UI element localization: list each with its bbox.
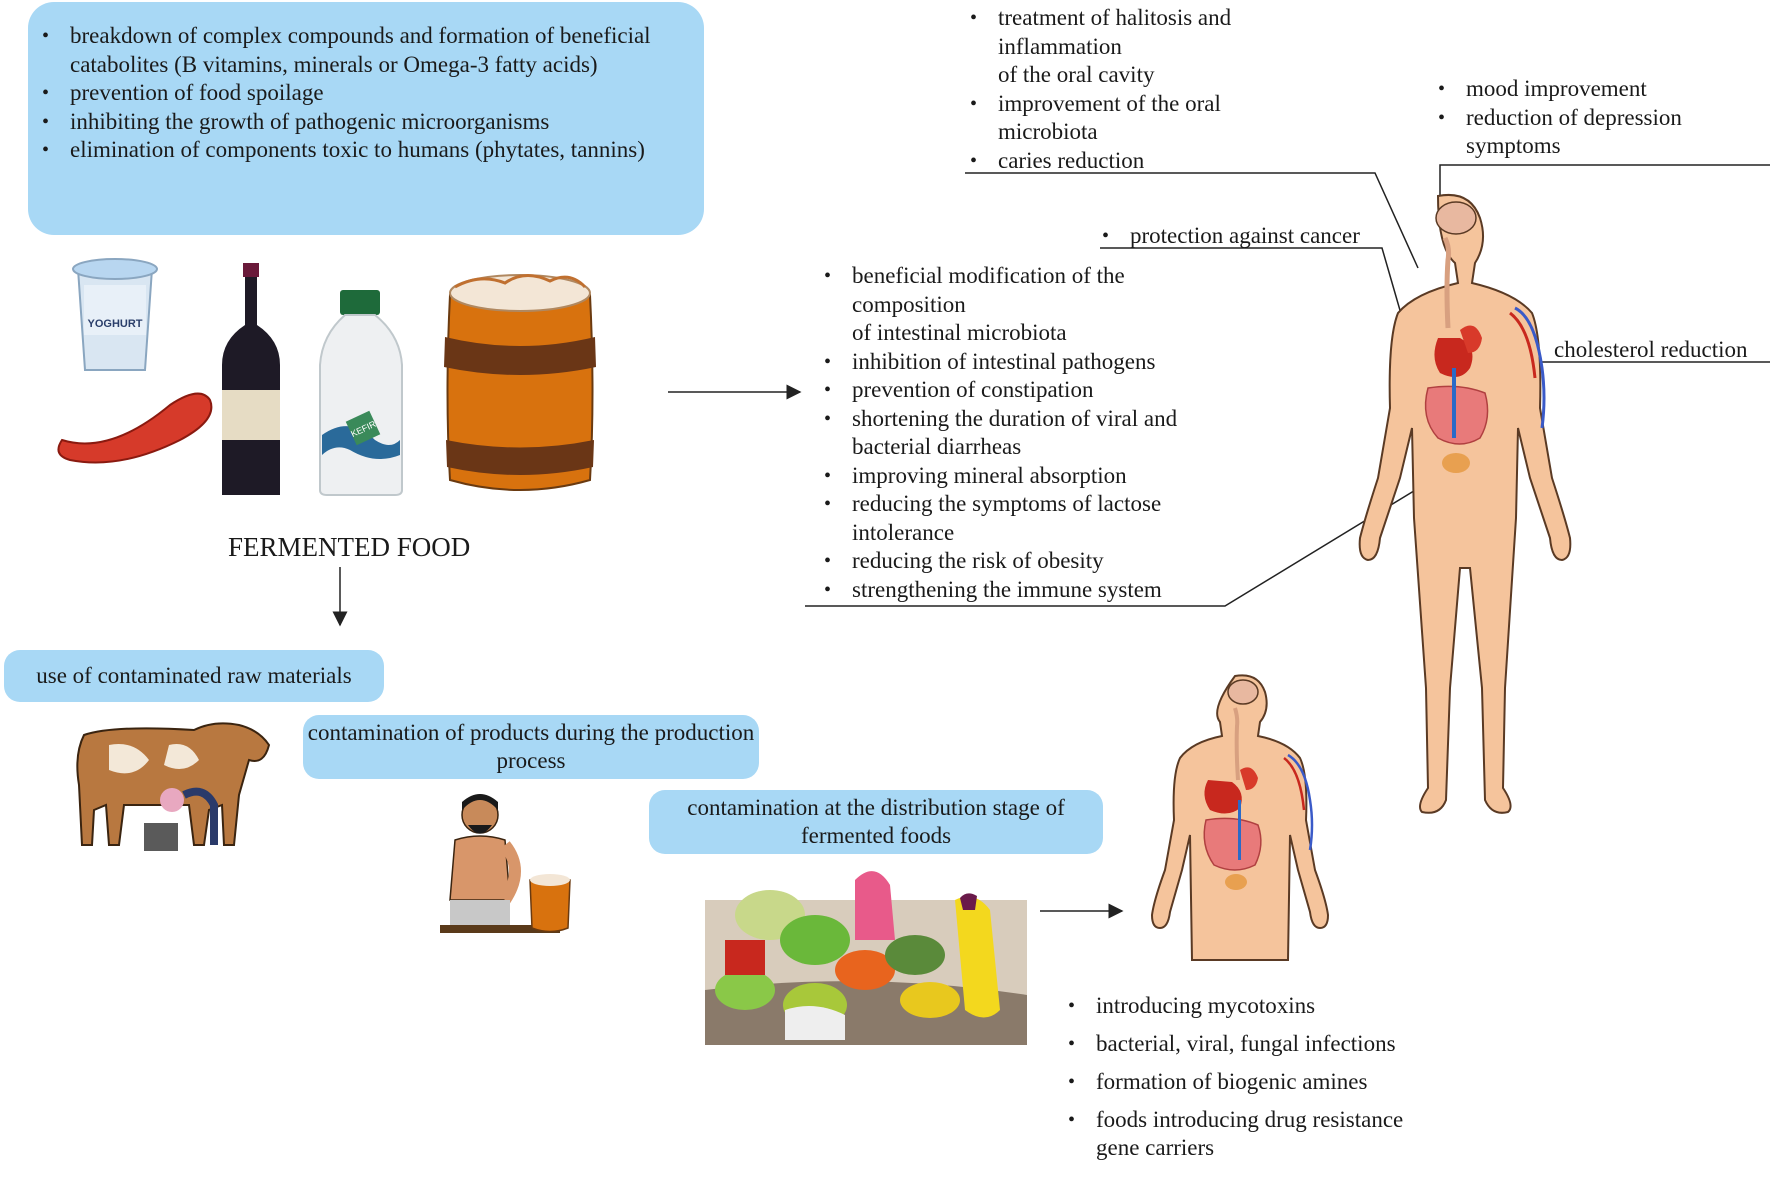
- raw-materials-box: use of contaminated raw materials: [4, 650, 384, 702]
- wine-bottle-icon: [222, 263, 280, 495]
- cancer-benefit-item: protection against cancer: [1098, 222, 1398, 251]
- kefir-bottle-icon: KEFIR: [319, 290, 403, 496]
- human-body-small-illustration: [1150, 674, 1330, 961]
- production-text: contamination of products during the pro…: [307, 720, 755, 773]
- oral-benefit-item: treatment of halitosis and inflammation …: [966, 4, 1296, 90]
- gut-benefit-item: reducing the risk of obesity: [820, 547, 1220, 576]
- intestine-icon: [1424, 385, 1489, 445]
- cancer-benefit: protection against cancer: [1098, 222, 1398, 251]
- benefits-list: breakdown of complex compounds and forma…: [38, 22, 698, 165]
- gut-benefit-item: prevention of constipation: [820, 376, 1220, 405]
- brain-icon: [1435, 201, 1477, 235]
- market-distribution-illustration: [705, 871, 1027, 1045]
- cow-milking-illustration: [76, 722, 271, 851]
- liver-icon: [1434, 338, 1473, 377]
- benefit-item: elimination of components toxic to human…: [38, 136, 698, 165]
- raw-materials-text: use of contaminated raw materials: [36, 663, 352, 688]
- risk-item: bacterial, viral, fungal infections: [1064, 1030, 1404, 1058]
- gut-benefit-item: strengthening the immune system: [820, 576, 1220, 605]
- fermented-foods-illustration: YOGHURT KEFIR: [57, 258, 596, 496]
- intestine-icon: [1203, 817, 1262, 871]
- risk-item: foods introducing drug resistance gene c…: [1064, 1106, 1404, 1162]
- risk-item: formation of biogenic amines: [1064, 1068, 1404, 1096]
- brain-benefits-list: mood improvement reduction of depression…: [1434, 75, 1724, 161]
- gut-benefits-list: beneficial modification of the compositi…: [820, 262, 1220, 604]
- liver-icon: [1204, 780, 1242, 814]
- benefit-item: breakdown of complex compounds and forma…: [38, 22, 698, 79]
- oral-benefit-item: improvement of the oral microbiota: [966, 90, 1296, 147]
- human-body-large-illustration: [1358, 194, 1572, 814]
- oral-benefits-list: treatment of halitosis and inflammation …: [966, 4, 1296, 175]
- gut-benefit-item: improving mineral absorption: [820, 462, 1220, 491]
- fermented-food-label: FERMENTED FOOD: [228, 532, 471, 562]
- gut-benefit-item: shortening the duration of viral and bac…: [820, 405, 1220, 462]
- gut-benefit-item: reducing the symptoms of lactose intoler…: [820, 490, 1220, 547]
- distribution-box: contamination at the distribution stage …: [649, 790, 1103, 854]
- gut-benefit-item: inhibition of intestinal pathogens: [820, 348, 1220, 377]
- gut-benefit-item: beneficial modification of the compositi…: [820, 262, 1220, 348]
- yoghurt-label: YOGHURT: [88, 318, 143, 330]
- brain-benefit-item: mood improvement: [1434, 75, 1724, 104]
- distribution-text: contamination at the distribution stage …: [687, 795, 1065, 848]
- brain-benefit-item: reduction of depression symptoms: [1434, 104, 1724, 161]
- production-box: contamination of products during the pro…: [303, 715, 759, 779]
- production-worker-illustration: [440, 794, 571, 933]
- benefit-item: inhibiting the growth of pathogenic micr…: [38, 108, 698, 137]
- risks-list: introducing mycotoxins bacterial, viral,…: [1064, 992, 1404, 1162]
- benefit-item: prevention of food spoilage: [38, 79, 698, 108]
- oral-benefit-item: caries reduction: [966, 147, 1296, 176]
- brain-icon: [1227, 679, 1259, 705]
- sausage-icon: [57, 392, 213, 464]
- sauerkraut-barrel-icon: [444, 274, 596, 491]
- benefits-box: breakdown of complex compounds and forma…: [28, 2, 704, 235]
- yoghurt-cup-icon: YOGHURT: [72, 258, 158, 371]
- risk-item: introducing mycotoxins: [1064, 992, 1404, 1020]
